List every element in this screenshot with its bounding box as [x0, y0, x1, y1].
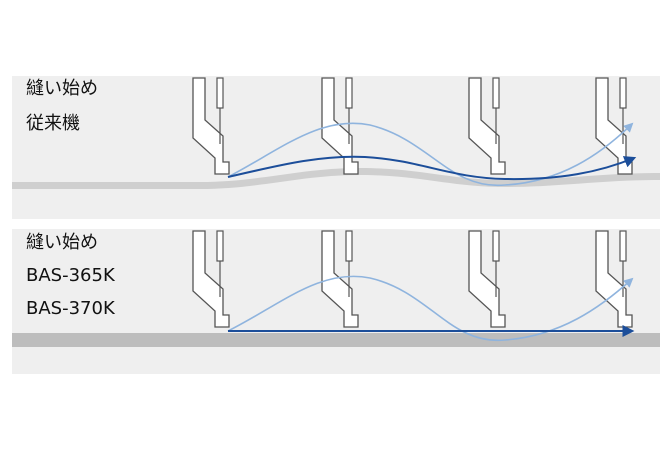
bottom-label-model-370k: BAS-370K: [26, 298, 115, 319]
stitch-path-dark-top: [227, 155, 637, 181]
bottom-label-model-365k: BAS-365K: [26, 265, 115, 286]
fabric-wavy: [12, 168, 660, 189]
top-label-sewing-start: 縫い始め: [26, 78, 98, 99]
presser-foot-3-top: [468, 77, 506, 175]
presser-foot-4-bottom: [595, 230, 633, 328]
top-label-conventional: 従来機: [26, 113, 80, 134]
fabric-flat: [12, 333, 660, 347]
presser-foot-2-bottom: [321, 230, 359, 328]
bottom-label-sewing-start: 縫い始め: [26, 232, 98, 253]
presser-foot-3-bottom: [468, 230, 506, 328]
stitch-path-light-top: [227, 122, 634, 187]
presser-foot-4-top: [595, 77, 633, 175]
presser-foot-1-bottom: [192, 230, 230, 328]
stitch-path-light-bottom: [227, 275, 634, 342]
presser-foot-1-top: [192, 77, 230, 175]
